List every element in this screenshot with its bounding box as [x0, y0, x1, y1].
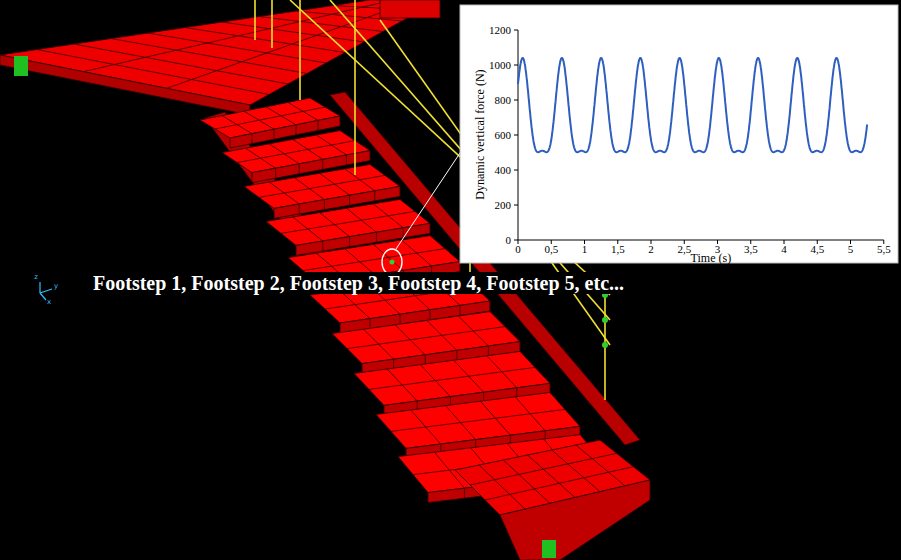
- axis-title: Time (s): [691, 252, 732, 265]
- top-landing: [0, 0, 440, 105]
- mesh-line: [552, 450, 600, 492]
- mesh-line: [349, 195, 350, 205]
- mesh-line: [349, 237, 350, 247]
- landing-edge: [500, 480, 650, 560]
- mesh-line: [488, 346, 489, 356]
- mesh-line: [369, 367, 535, 389]
- axis-letter: z: [34, 274, 38, 282]
- mesh-line: [503, 460, 550, 503]
- tick-label: 1: [582, 243, 588, 255]
- axis-triad: [39, 282, 40, 293]
- mesh-line: [576, 445, 625, 486]
- cable-line: [271, 0, 273, 48]
- cable-line: [254, 0, 256, 40]
- cable-line: [354, 0, 356, 175]
- mesh-line: [167, 0, 417, 88]
- mesh-line: [403, 228, 404, 238]
- tick-label: 5,5: [877, 243, 891, 255]
- tick-label: 400: [495, 164, 512, 176]
- tick-mark: [514, 170, 518, 171]
- mesh-line: [322, 241, 323, 251]
- mesh-line: [274, 129, 275, 139]
- mesh-line: [275, 168, 276, 178]
- tick-mark: [514, 100, 518, 101]
- landing-beam: [380, 0, 440, 18]
- mesh-line: [460, 305, 461, 315]
- mesh-line: [222, 22, 364, 42]
- mesh-line: [299, 164, 300, 174]
- mesh-line: [318, 120, 319, 130]
- cable-node: [602, 342, 608, 348]
- tick-label: 5: [848, 243, 854, 255]
- mesh-line: [479, 465, 525, 509]
- mesh-line: [324, 200, 325, 210]
- x-axis: [518, 240, 884, 241]
- tick-label: 2: [648, 243, 654, 255]
- tick-mark: [514, 135, 518, 136]
- mesh-line: [322, 159, 323, 169]
- footstep-caption: Footstep 1, Footstep 2, Footstep 3, Foot…: [90, 272, 627, 294]
- cable-node: [602, 317, 608, 323]
- mesh-line: [83, 0, 393, 72]
- mesh-line: [370, 319, 371, 329]
- force-curve: [518, 58, 867, 152]
- tick-label: 2,5: [677, 243, 691, 255]
- mesh-line: [376, 232, 377, 242]
- tick-label: 0,5: [544, 243, 558, 255]
- mesh-line: [296, 125, 297, 135]
- mesh-line: [470, 453, 617, 485]
- tick-mark: [514, 65, 518, 66]
- axis-title: Dynamic vertical force (N): [473, 70, 486, 200]
- landing-edge: [0, 55, 250, 115]
- load-point: [390, 260, 395, 265]
- mesh-line: [185, 28, 345, 53]
- tick-label: 3: [715, 243, 721, 255]
- tick-label: 0: [506, 234, 512, 246]
- tick-mark: [514, 205, 518, 206]
- tick-label: 800: [495, 94, 512, 106]
- fixed-support: [542, 540, 556, 558]
- mesh-line: [299, 204, 300, 214]
- tick-label: 1,5: [611, 243, 625, 255]
- axis-triad: [40, 293, 46, 300]
- mesh-line: [425, 355, 426, 365]
- tick-mark: [514, 30, 518, 31]
- tick-label: 1200: [489, 24, 511, 36]
- mesh-line: [374, 191, 375, 201]
- fixed-support: [14, 56, 28, 76]
- mesh-line: [456, 350, 457, 360]
- mesh-line: [430, 310, 431, 320]
- tick-label: 4: [781, 243, 787, 255]
- tick-label: 3,5: [744, 243, 758, 255]
- mesh-line: [347, 327, 505, 349]
- mesh-line: [111, 39, 307, 74]
- mesh-line: [400, 314, 401, 324]
- axis-letter: x: [47, 299, 51, 307]
- tick-label: 0: [515, 243, 521, 255]
- mesh-line: [346, 155, 347, 165]
- cable-line: [299, 0, 301, 100]
- leader-line: [396, 150, 462, 249]
- axis-triad: [40, 289, 52, 293]
- mesh-line: [528, 455, 576, 498]
- chart-panel: [460, 5, 898, 263]
- mesh-line: [464, 488, 465, 498]
- mesh-line: [391, 409, 565, 431]
- tick-label: 1000: [489, 59, 511, 71]
- tick-mark: [514, 240, 518, 241]
- tick-label: 4,5: [810, 243, 824, 255]
- axis-letter: y: [54, 283, 58, 291]
- tick-label: 600: [495, 129, 512, 141]
- mesh-line: [252, 134, 253, 144]
- tick-label: 200: [495, 199, 512, 211]
